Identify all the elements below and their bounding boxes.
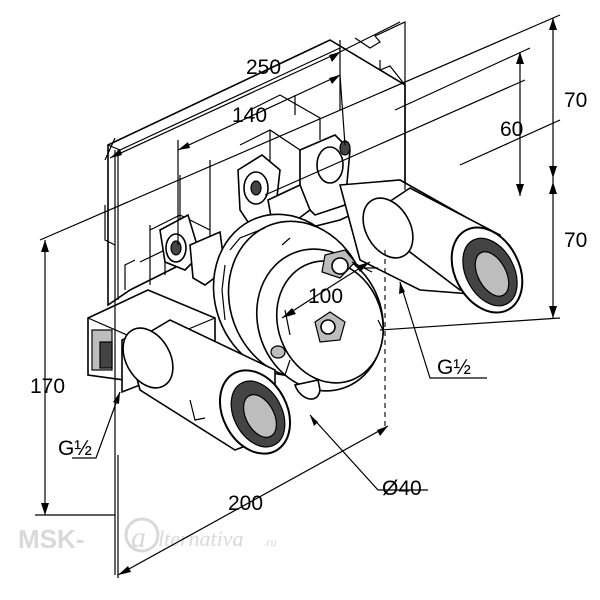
dim-200: 200 xyxy=(228,492,263,515)
dim-70-lower: 70 xyxy=(564,229,587,252)
left-pipe xyxy=(122,319,292,455)
dim-100: 100 xyxy=(308,285,343,308)
watermark-suffix: .ru xyxy=(263,535,277,549)
label-thread-right: G½ xyxy=(437,356,471,379)
dim-140: 140 xyxy=(232,104,267,127)
watermark: MSK- a lternativa .ru xyxy=(18,517,277,554)
dim-250: 250 xyxy=(246,56,281,79)
dimension-lines xyxy=(35,14,561,578)
label-thread-left: G½ xyxy=(58,437,92,460)
watermark-right: lternativa xyxy=(158,526,244,551)
right-pipe xyxy=(338,179,524,314)
dimension-labels: 250 140 70 60 70 170 200 100 Ø40 G½ G½ xyxy=(30,56,587,515)
central-body xyxy=(212,213,385,400)
svg-text:a: a xyxy=(131,521,146,554)
dim-70-upper: 70 xyxy=(564,89,587,112)
dim-60: 60 xyxy=(500,118,523,141)
dim-diameter: Ø40 xyxy=(382,477,422,500)
watermark-logo-icon: a xyxy=(124,517,160,554)
watermark-left: MSK- xyxy=(18,524,84,554)
dim-170: 170 xyxy=(30,375,65,398)
